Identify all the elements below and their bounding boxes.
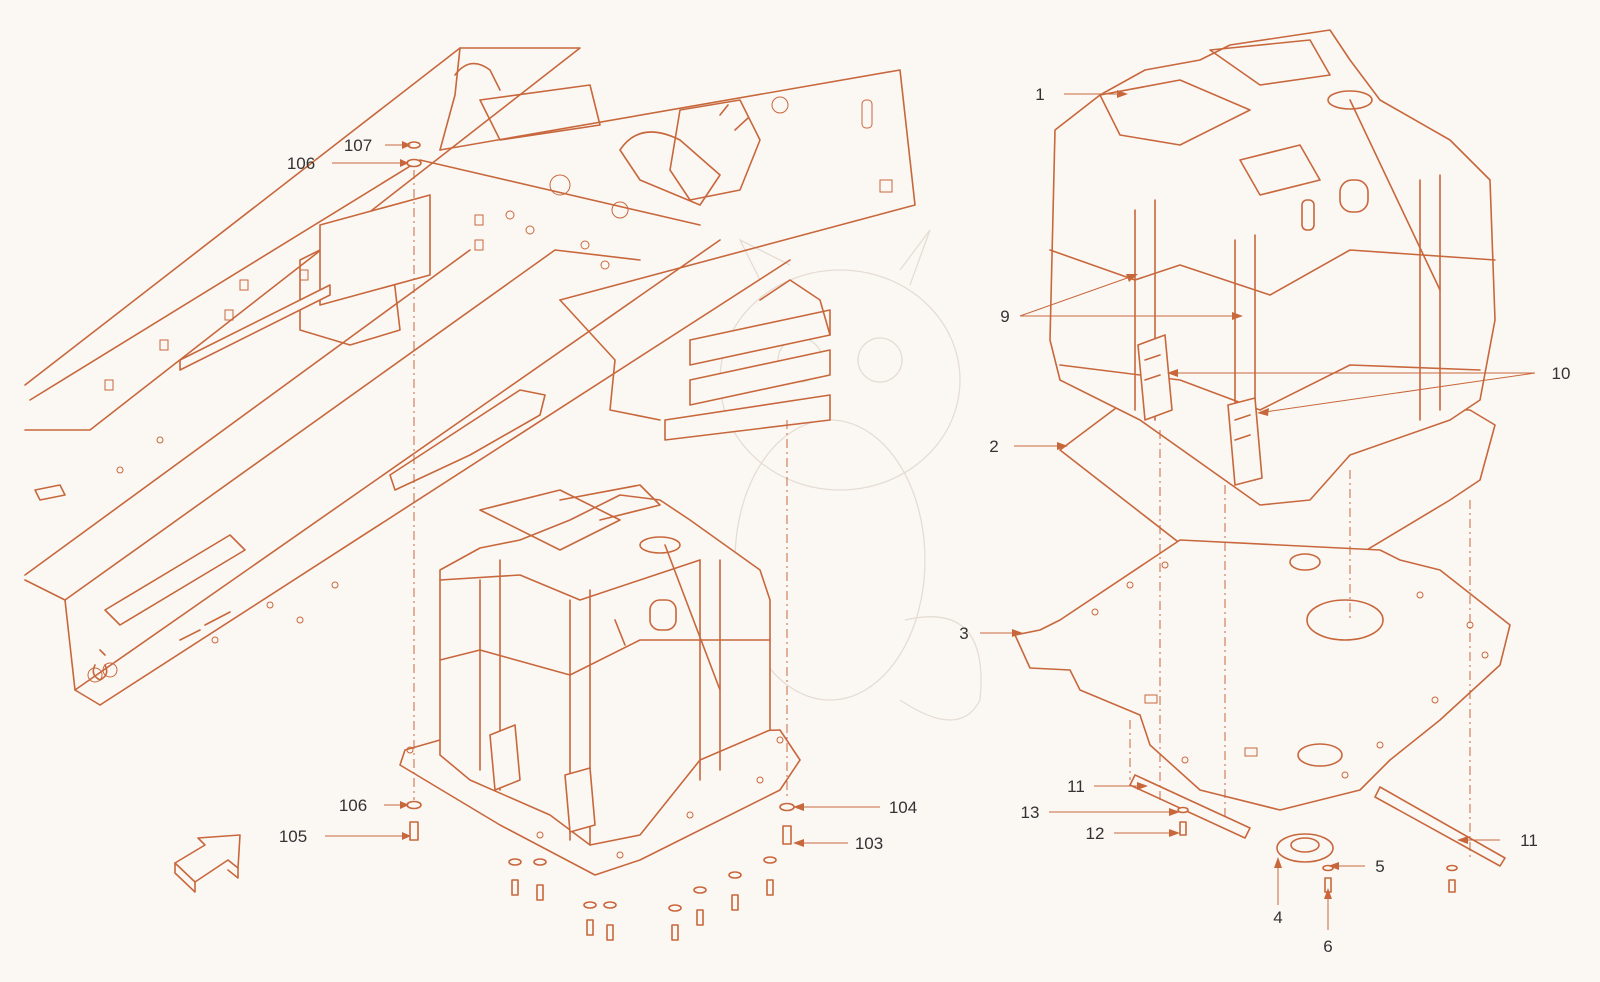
direction-arrow-icon: [174, 834, 241, 893]
callout-3: 3: [959, 624, 968, 643]
callout-11b: 11: [1520, 831, 1538, 850]
callout-106a: 106: [287, 154, 315, 173]
chassis-frame: [24, 47, 916, 706]
left-hardware: [406, 141, 795, 941]
right-tank: [1049, 29, 1496, 591]
callout-4: 4: [1273, 908, 1282, 927]
callout-13: 13: [1021, 803, 1040, 822]
callout-107: 107: [344, 136, 372, 155]
callout-105: 105: [279, 827, 307, 846]
left-tank-assembly: [399, 484, 801, 876]
callout-6: 6: [1323, 937, 1332, 956]
callout-5: 5: [1375, 857, 1384, 876]
callout-2: 2: [989, 437, 998, 456]
right-hardware: [1129, 430, 1506, 893]
base-plate: [1014, 539, 1511, 811]
callout-104: 104: [889, 798, 917, 817]
callout-11a: 11: [1067, 777, 1085, 796]
callout-9: 9: [1000, 307, 1009, 326]
callout-10: 10: [1552, 364, 1571, 383]
leader-lines: [325, 90, 1536, 930]
callout-103: 103: [855, 834, 883, 853]
callout-labels: 1 2 3 4 5 6 9 10 11 11 12 13 103 104 105…: [279, 85, 1571, 956]
callout-1: 1: [1035, 85, 1044, 104]
callout-12: 12: [1086, 824, 1105, 843]
callout-106b: 106: [339, 796, 367, 815]
